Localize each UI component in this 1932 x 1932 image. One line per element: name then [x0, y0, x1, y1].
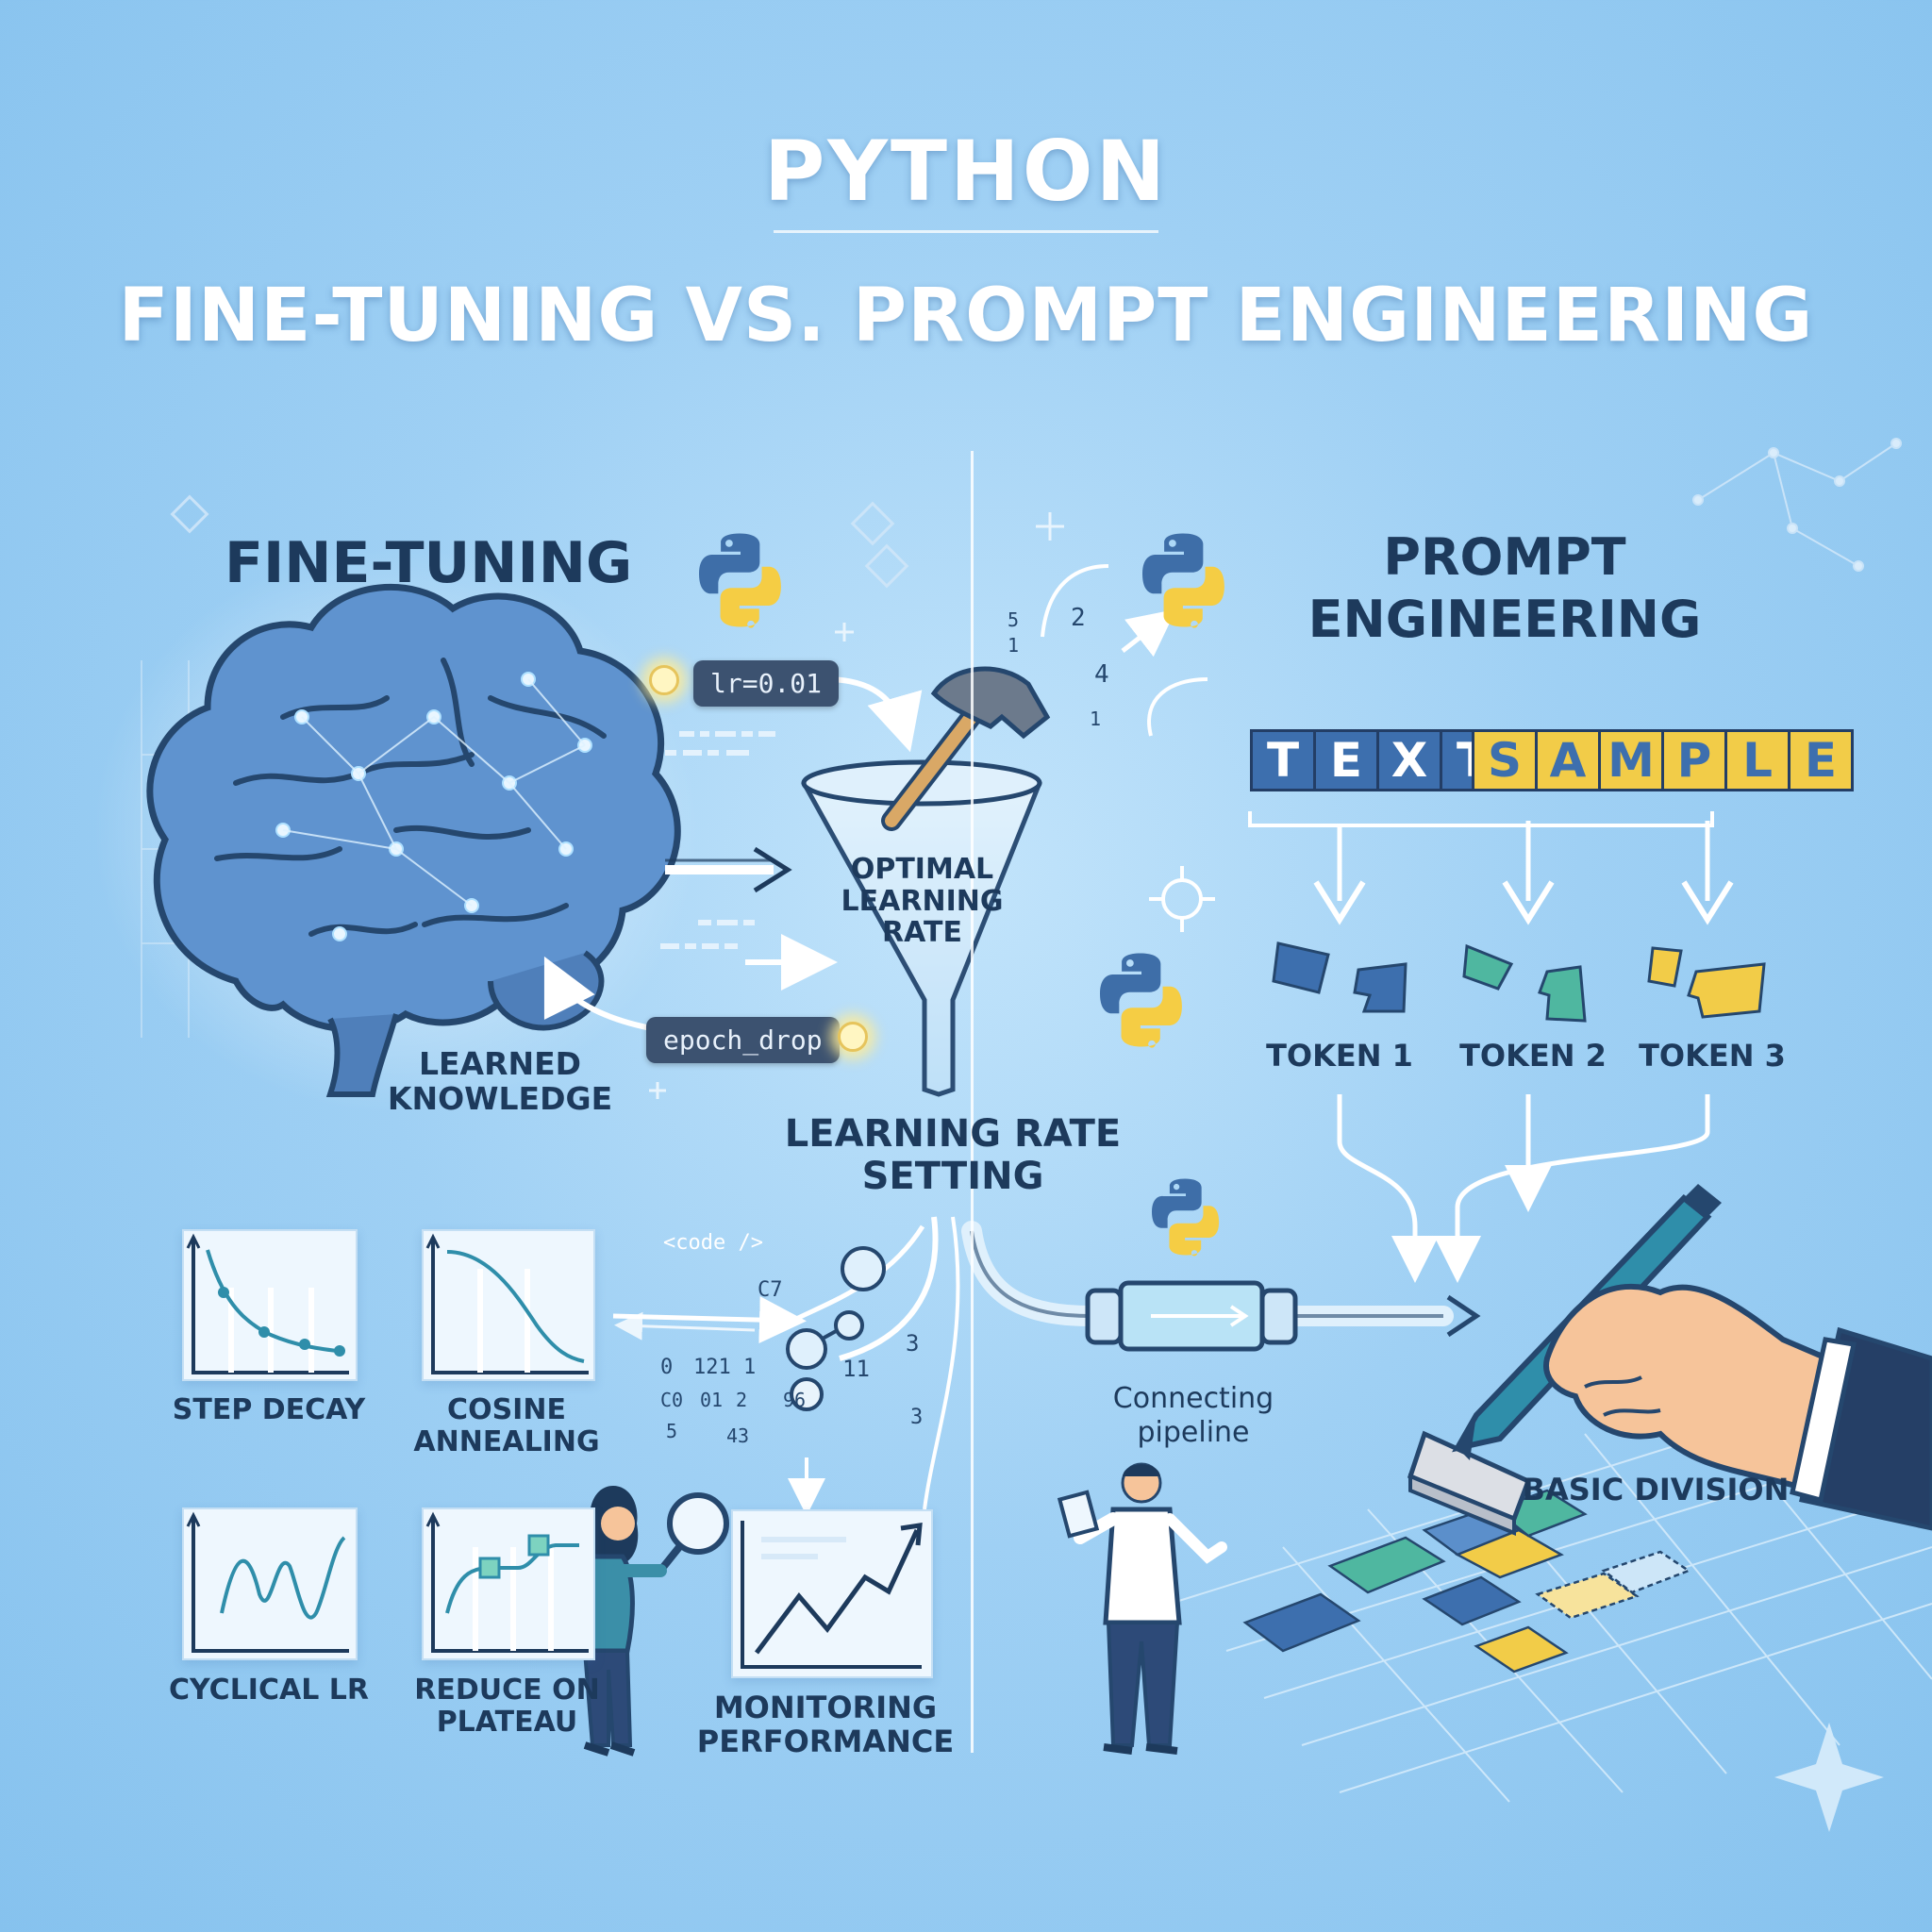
cosine-annealing-chart	[425, 1233, 589, 1374]
cyclical-lr-chart	[186, 1511, 349, 1653]
word-sample-tiles: S A M P L E	[1472, 729, 1906, 791]
prompt-engineering-heading: PROMPT ENGINEERING	[1307, 527, 1702, 649]
token-fragments	[1272, 941, 1766, 1023]
sparkle-icon	[1774, 1723, 1884, 1832]
constellation-icon	[1692, 438, 1902, 572]
arrow-code-right	[612, 1296, 807, 1344]
letter-tile: E	[1313, 729, 1379, 791]
connecting-pipeline-label: Connecting pipeline	[1112, 1382, 1274, 1449]
letter-tile: A	[1535, 729, 1601, 791]
learning-rate-setting-label: LEARNING RATE SETTING	[784, 1112, 1122, 1198]
floating-number: 4	[1094, 660, 1109, 689]
glow-dot	[838, 1022, 868, 1052]
letter-tile: L	[1724, 729, 1790, 791]
floating-number: 1	[1090, 708, 1102, 730]
python-logo-icon	[1100, 953, 1182, 1048]
letter-tile: E	[1788, 729, 1854, 791]
person-tablet-icon	[1057, 1462, 1227, 1755]
letter-tile: P	[1661, 729, 1727, 791]
python-logo-icon	[1142, 533, 1224, 628]
token-3-label: TOKEN 3	[1639, 1038, 1786, 1074]
hand-with-pen-icon	[1407, 1184, 1932, 1536]
cosine-annealing-card	[422, 1229, 595, 1381]
title-divider	[774, 230, 1158, 233]
floating-number: 2	[1071, 604, 1086, 632]
reduce-on-plateau-card	[422, 1507, 595, 1660]
token-bracket	[1248, 811, 1714, 827]
floating-number: 3	[910, 1406, 924, 1429]
floating-number: C0	[660, 1389, 684, 1411]
glow-dot	[649, 665, 679, 695]
floating-number: 3	[906, 1330, 920, 1357]
monitoring-chart-card	[731, 1509, 933, 1678]
floating-number: 5	[666, 1420, 678, 1442]
floating-number: 96	[783, 1389, 807, 1411]
step-decay-chart	[186, 1233, 349, 1374]
fine-tuning-heading: FINE-TUNING	[225, 530, 633, 596]
code-lr-pill: lr=0.01	[693, 660, 840, 707]
token-2-label: TOKEN 2	[1459, 1038, 1607, 1074]
code-epoch-pill: epoch_drop	[646, 1017, 840, 1063]
page-subtitle: FINE-TUNING VS. PROMPT ENGINEERING	[118, 274, 1814, 358]
floating-number: 11	[842, 1356, 870, 1382]
letter-tile: X	[1376, 729, 1442, 791]
floating-number: 5	[1008, 608, 1020, 631]
arrow-back	[543, 956, 652, 1031]
arrow-right-head	[753, 846, 792, 893]
funnel-label: OPTIMAL LEARNING RATE	[841, 853, 1004, 950]
reduce-on-plateau-chart	[425, 1511, 589, 1653]
floating-number: 1	[743, 1356, 757, 1379]
data-bits	[660, 731, 775, 949]
section-divider	[971, 451, 974, 1753]
floating-number: C7	[758, 1278, 783, 1302]
cosine-annealing-label: COSINE ANNEALING	[413, 1393, 600, 1458]
arrow-to-funnel	[824, 676, 923, 753]
floating-number: 0	[660, 1356, 674, 1379]
monitoring-chart	[741, 1521, 923, 1669]
floating-number: 1	[1008, 634, 1020, 657]
cyclical-lr-label: CYCLICAL LR	[169, 1674, 369, 1707]
letter-tile: M	[1598, 729, 1664, 791]
cyclical-lr-card	[182, 1507, 358, 1660]
plus-icon	[649, 512, 1064, 1099]
floating-number: 43	[726, 1424, 750, 1447]
step-decay-card	[182, 1229, 358, 1381]
hammer-icon	[881, 666, 1051, 831]
diamond-icon	[170, 494, 909, 589]
token-1-label: TOKEN 1	[1266, 1038, 1413, 1074]
reduce-on-plateau-label: REDUCE ON PLATEAU	[414, 1674, 600, 1739]
page-title: PYTHON	[763, 123, 1169, 220]
pipe-connector-icon	[1085, 1280, 1298, 1352]
letter-tile: T	[1250, 729, 1316, 791]
floating-number: 121	[693, 1356, 731, 1379]
target-icon	[1149, 866, 1215, 932]
monitoring-performance-label: MONITORING PERFORMANCE	[696, 1690, 955, 1759]
code-tag: <code />	[663, 1231, 763, 1255]
floating-number: 2	[736, 1389, 748, 1411]
node-graph	[786, 1246, 886, 1411]
letter-tile: S	[1472, 729, 1538, 791]
python-logo-icon	[1152, 1178, 1220, 1257]
basic-division-label: BASIC DIVISION	[1522, 1472, 1790, 1507]
python-logo-icon	[699, 533, 781, 628]
step-decay-label: STEP DECAY	[172, 1393, 366, 1426]
floating-number: 01	[700, 1389, 724, 1411]
learned-knowledge-label: LEARNED KNOWLEDGE	[387, 1045, 613, 1117]
